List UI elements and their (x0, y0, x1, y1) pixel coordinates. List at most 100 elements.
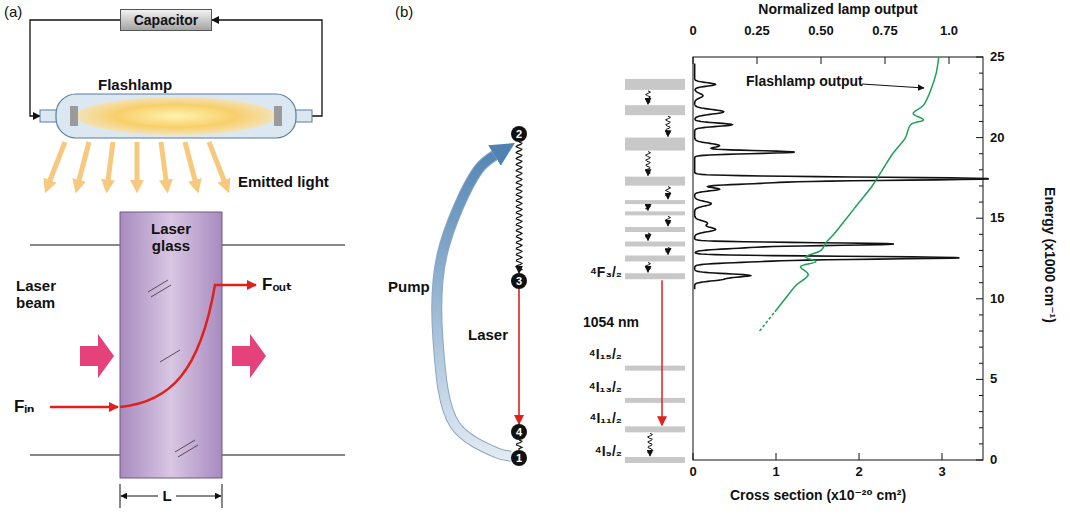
tick-label: 20 (990, 130, 1004, 145)
edge-label: Laser (468, 326, 508, 343)
label: Laser beam (16, 277, 68, 312)
axis-tick (979, 234, 983, 235)
pump-arrow (437, 156, 511, 457)
node-text: 3 (511, 273, 527, 289)
relaxation-arrow (666, 187, 671, 199)
connector (516, 440, 522, 450)
axis-tick (776, 453, 777, 460)
dimension-label: L (162, 487, 171, 504)
relaxation-arrow (646, 152, 651, 176)
light-ray (185, 142, 197, 188)
tick-label: 0 (689, 465, 696, 480)
relaxation-arrow (646, 233, 651, 241)
energy-level (625, 256, 685, 262)
relaxation-arrow (646, 205, 651, 210)
axis-tick (979, 347, 983, 348)
edge-label: Pump (388, 278, 430, 295)
tick-label: 0.50 (808, 24, 833, 39)
tick-label: 0.75 (872, 24, 897, 39)
level-label: ⁴I₁₅/₂ (589, 346, 622, 362)
lamp-output-curve (775, 57, 939, 312)
axis-tick (976, 298, 983, 299)
light-ray (47, 142, 65, 188)
node-text: Capacitor (134, 10, 199, 30)
axis-tick (979, 185, 983, 186)
axis-tick (757, 57, 758, 64)
energy-level (625, 105, 685, 115)
axis-title: Energy (x1000 cm⁻¹) (1042, 187, 1058, 323)
level-marker: 3 (511, 273, 527, 289)
relaxation-arrow (666, 216, 671, 226)
tick-label: 0.25 (744, 24, 769, 39)
axis-tick (979, 105, 983, 106)
level-circle (511, 450, 527, 466)
pump-arrow-outline (437, 156, 511, 457)
node-text: 4 (511, 424, 527, 440)
axis-tick (979, 153, 983, 154)
level-marker: 2 (511, 126, 527, 142)
axis-tick (979, 314, 983, 315)
axis-tick (979, 331, 983, 332)
axis-tick (979, 443, 983, 444)
tick-label: 0 (689, 24, 696, 39)
lamp-glow (76, 97, 276, 135)
axis-tick (693, 57, 694, 64)
fluence-arrow (50, 406, 118, 409)
node-shape (40, 76, 312, 156)
dimension-tick (120, 484, 121, 508)
beam-arrow (80, 334, 114, 378)
axis-tick (979, 202, 983, 203)
glass-mark (148, 280, 168, 292)
level-marker: 1 (511, 450, 527, 466)
light-ray (161, 142, 167, 188)
tube-body (56, 94, 296, 138)
energy-level (625, 211, 685, 215)
level-circle (511, 424, 527, 440)
fluence-label: Fᵢₙ (14, 397, 35, 417)
leader-arrow (862, 84, 924, 88)
relaxation-arrow (666, 247, 671, 254)
dimension-arrow (121, 496, 158, 497)
node-text: Laser glass (120, 212, 222, 254)
axis-tick (976, 137, 983, 138)
tick-label: 1.0 (940, 24, 958, 39)
glass-mark (151, 285, 171, 297)
tick-label: 15 (990, 211, 1004, 226)
laser-glass-slab: Laser glass (120, 212, 222, 478)
axis-tick (976, 460, 983, 461)
relaxation-arrow (646, 91, 651, 104)
energy-level (625, 227, 685, 232)
tick-label: 10 (990, 291, 1004, 306)
axis-title: Normalized lamp output (758, 1, 917, 17)
wavelength-label: 1054 nm (583, 314, 639, 330)
level-marker: 4 (511, 424, 527, 440)
label: Emitted light (238, 173, 329, 190)
tick-label: 5 (990, 372, 997, 387)
axis-tick (885, 57, 886, 64)
cross-section-curve (695, 63, 989, 289)
level-circle (511, 126, 527, 142)
connector (516, 142, 522, 273)
energy-level (625, 177, 685, 186)
axis-title: Cross section (x10⁻²⁰ cm²) (730, 487, 906, 503)
axis-tick (976, 379, 983, 380)
light-ray (107, 142, 113, 188)
connector-line (516, 142, 522, 273)
light-ray (135, 142, 140, 188)
energy-level (625, 138, 685, 151)
axis-tick (979, 169, 983, 170)
energy-level (625, 241, 685, 246)
fluence-label: Fₒᵤₜ (262, 275, 292, 295)
level-circle (511, 273, 527, 289)
node-text: 2 (511, 126, 527, 142)
energy-level (625, 200, 685, 204)
dimension-arrow (176, 496, 221, 497)
tick-label: 1 (772, 465, 779, 480)
electrode (274, 106, 282, 126)
axis-tick (942, 453, 943, 460)
panel-letter: (b) (395, 3, 413, 20)
node-text: Flashlamp (40, 76, 172, 94)
relaxation-arrow (646, 263, 651, 273)
light-ray (209, 142, 227, 188)
axis-tick (979, 266, 983, 267)
